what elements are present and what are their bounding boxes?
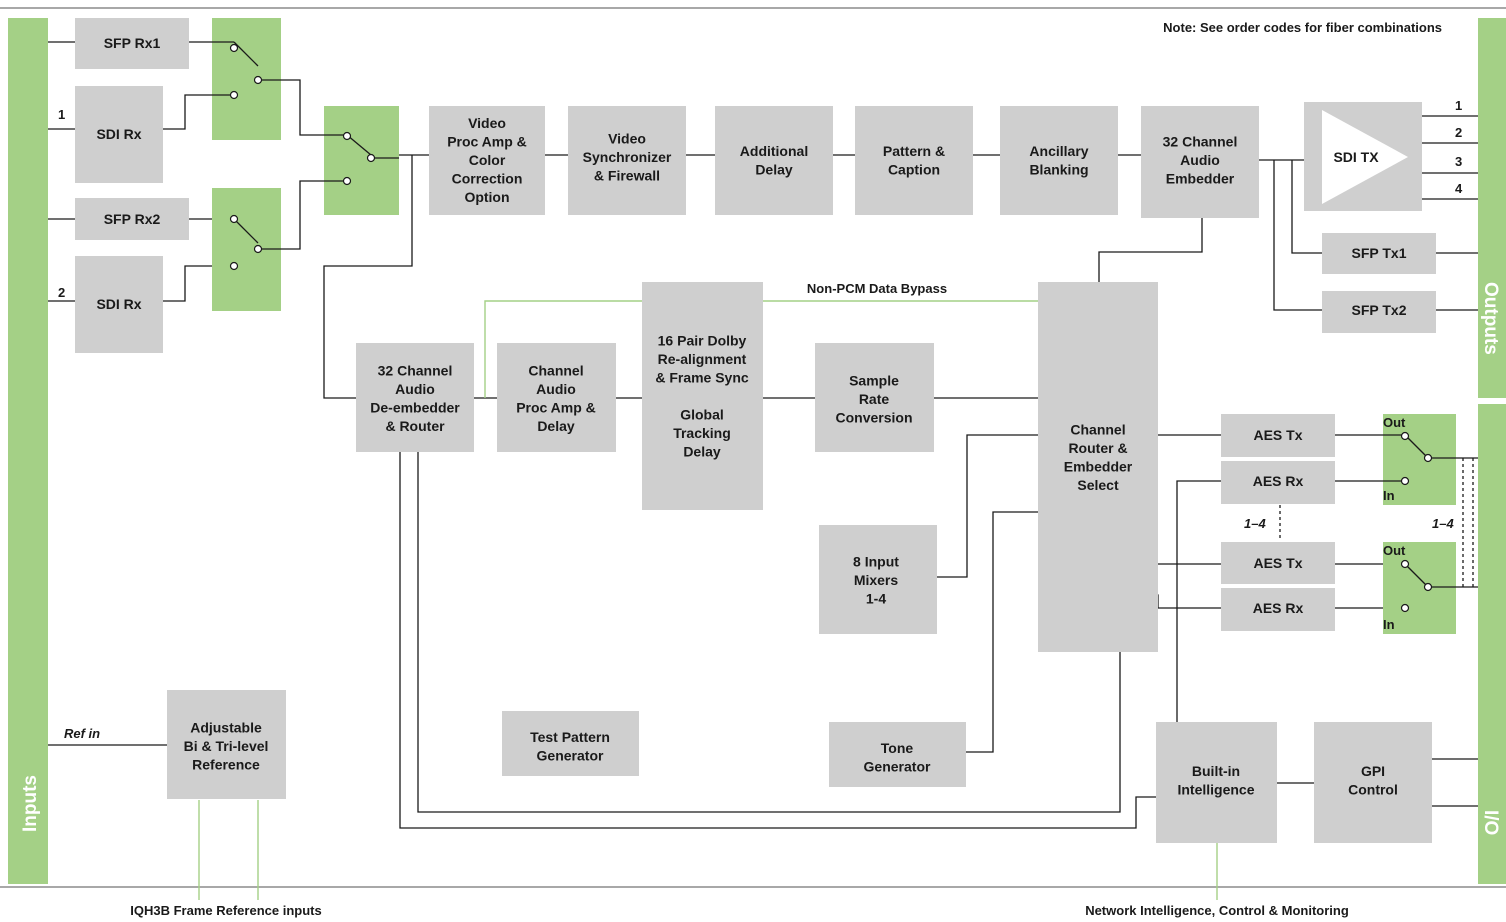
delay-block <box>715 106 833 215</box>
io-range-label: 1–4 <box>1432 516 1454 531</box>
ref-in-label: Ref in <box>64 726 100 741</box>
aes-rx2-block <box>1221 588 1335 631</box>
dolby-block <box>642 282 763 510</box>
sfp-tx1-block <box>1322 233 1436 274</box>
input-switch-1 <box>212 18 281 140</box>
sfp-rx1-caption: SFP Rx1 <box>104 35 161 51</box>
io-bar <box>1478 404 1506 884</box>
output-number-2: 2 <box>1455 125 1462 140</box>
test-pattern-block <box>502 711 639 776</box>
proc-amp-block <box>429 106 545 215</box>
audio-proc-block <box>497 343 616 452</box>
sfp-tx2-block <box>1322 291 1436 333</box>
sdi-rx2-block <box>75 256 163 353</box>
input-number-2: 2 <box>58 285 65 300</box>
reference-block <box>167 690 286 799</box>
router-block <box>1038 282 1158 652</box>
input-switch-main <box>324 106 399 215</box>
synchronizer-block <box>568 106 686 215</box>
fiber-note: Note: See order codes for fiber combinat… <box>1163 20 1442 35</box>
sfp-rx2-block <box>75 198 189 240</box>
io-out-label-1: Out <box>1383 415 1406 430</box>
footer-network-label: Network Intelligence, Control & Monitori… <box>1085 903 1349 918</box>
inputs-label: Inputs <box>20 775 41 832</box>
sdi-rx1-caption: SDI Rx <box>96 126 141 142</box>
sfp-tx2-caption: SFP Tx2 <box>1352 302 1407 318</box>
aes-rx1-caption: AES Rx <box>1253 473 1304 489</box>
bypass-label: Non-PCM Data Bypass <box>807 281 947 296</box>
embedder-block <box>1141 106 1259 218</box>
deembedder-block <box>356 343 474 452</box>
io-switch-2 <box>1383 542 1456 634</box>
sfp-rx2-caption: SFP Rx2 <box>104 211 161 227</box>
tone-block <box>829 722 966 787</box>
sdi-rx2-caption: SDI Rx <box>96 296 141 312</box>
sdi-tx-amplifier-icon <box>1322 110 1408 204</box>
connection-lines <box>48 41 1478 829</box>
sfp-tx1-caption: SFP Tx1 <box>1352 245 1407 261</box>
reference-feeds <box>198 300 1218 900</box>
aes-rx2-caption: AES Rx <box>1253 600 1304 616</box>
pattern-caption: Pattern &Caption <box>883 143 945 178</box>
io-in-label-2: In <box>1383 617 1395 632</box>
sdi-tx-caption: SDI TX <box>1333 149 1379 165</box>
input-switch-2 <box>212 188 281 311</box>
sfp-rx1-block <box>75 18 189 69</box>
output-number-1: 1 <box>1455 98 1462 113</box>
outputs-bar <box>1478 18 1506 398</box>
aes-tx2-block <box>1221 542 1335 584</box>
io-label: I/O <box>1480 810 1501 835</box>
src-block <box>815 343 934 452</box>
footer-reference-label: IQH3B Frame Reference inputs <box>130 903 321 918</box>
sdi-rx1-block <box>75 86 163 183</box>
io-in-label-1: In <box>1383 488 1395 503</box>
blanking-block <box>1000 106 1118 215</box>
output-number-4: 4 <box>1455 181 1463 196</box>
outputs-label: Outputs <box>1480 282 1501 355</box>
io-out-label-2: Out <box>1383 543 1406 558</box>
output-number-3: 3 <box>1455 154 1462 169</box>
pattern-block <box>855 106 973 215</box>
aes-tx2-caption: AES Tx <box>1253 555 1302 571</box>
intelligence-block <box>1156 722 1277 843</box>
inputs-bar <box>8 18 48 884</box>
aes-range-label: 1–4 <box>1244 516 1266 531</box>
aes-tx1-caption: AES Tx <box>1253 427 1302 443</box>
aes-rx1-block <box>1221 461 1335 504</box>
io-switch-1 <box>1383 414 1456 505</box>
mixers-block <box>819 525 937 634</box>
input-number-1: 1 <box>58 107 65 122</box>
aes-tx1-block <box>1221 414 1335 457</box>
gpi-block <box>1314 722 1432 843</box>
